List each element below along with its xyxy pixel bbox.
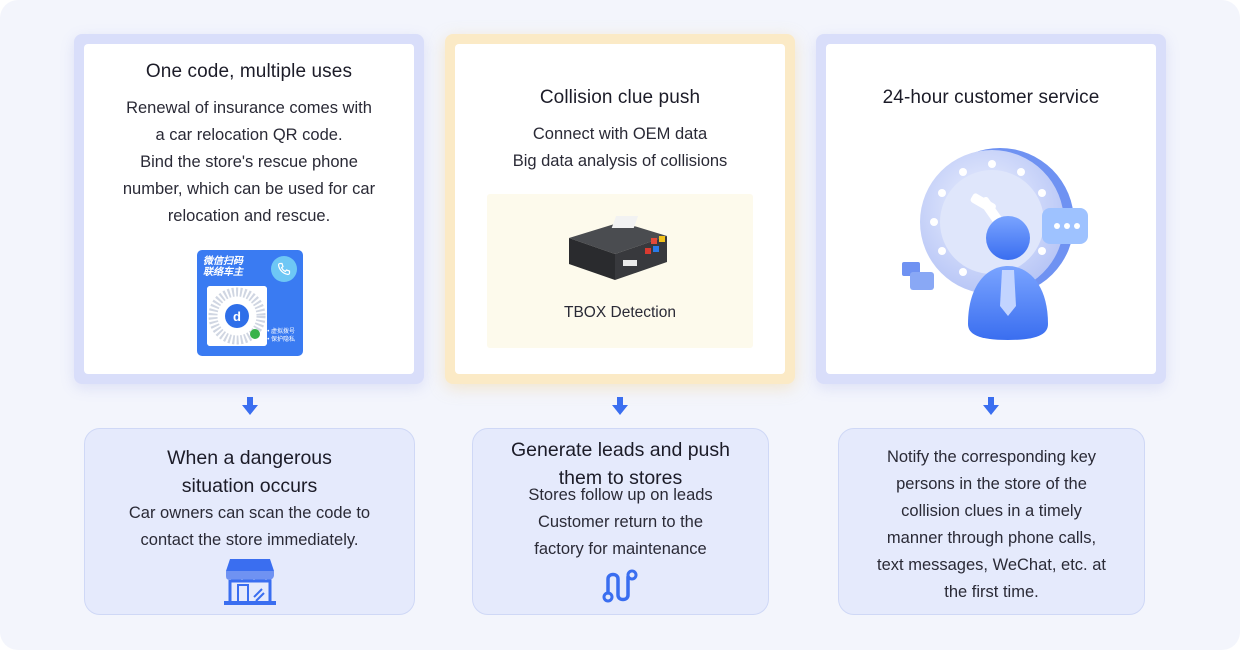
card-customer-service-body: 24-hour customer service [826, 44, 1156, 374]
bottom-line: contact the store immediately. [140, 531, 359, 549]
card-title: Collision clue push [539, 87, 701, 108]
card-title: One code, multiple uses [145, 61, 353, 82]
bottom-box-leads: Generate leads and push them to stores S… [472, 428, 769, 615]
bottom-box-notify: Notify the corresponding key persons in … [838, 428, 1145, 615]
card-line: a car relocation QR code. [155, 126, 343, 144]
card-one-code: One code, multiple uses Renewal of insur… [74, 34, 424, 384]
bottom-title-line: Generate leads and push [511, 439, 730, 461]
bottom-line: Notify the corresponding key [886, 448, 1097, 466]
tbox-device-icon [569, 216, 667, 280]
bottom-title-line: situation occurs [181, 475, 318, 497]
bottom-title-line: When a dangerous [167, 447, 332, 469]
bottom-line: Customer return to the [537, 513, 704, 531]
bottom-line: Stores follow up on leads [528, 486, 713, 504]
svg-text:d: d [233, 309, 241, 324]
bottom-line: collision clues in a timely [901, 502, 1082, 520]
card-line: Renewal of insurance comes with [126, 99, 372, 117]
qr-slogan-line: 联络车主 [203, 267, 243, 278]
tbox-label: TBOX Detection [564, 304, 676, 321]
qr-slogan-line: 微信扫码 [203, 256, 243, 267]
card-one-code-body: One code, multiple uses Renewal of insur… [84, 44, 414, 374]
arrow-down-icon [612, 397, 628, 415]
phone-icon [271, 256, 297, 282]
route-icon [602, 569, 638, 603]
card-collision-body: Collision clue push Connect with OEM dat… [455, 44, 785, 374]
tbox-image-panel: TBOX Detection [487, 194, 753, 348]
bottom-title-line: them to stores [558, 467, 683, 489]
customer-service-clock-icon [902, 148, 1088, 340]
card-line: number, which can be used for car [122, 180, 376, 198]
card-title: 24-hour customer service [882, 87, 1100, 108]
bottom-line: factory for maintenance [534, 540, 707, 558]
qr-code-icon: d [207, 286, 267, 346]
qr-code-card: 微信扫码 联络车主 d • 虚拟拨号 • 保护隐私 [197, 250, 303, 356]
qr-note: • 虚拟拨号 • 保护隐私 [267, 328, 295, 344]
card-customer-service: 24-hour customer service [816, 34, 1166, 384]
card-line: Connect with OEM data [532, 125, 708, 143]
qr-note-line: • 保护隐私 [267, 337, 295, 343]
card-collision: Collision clue push Connect with OEM dat… [445, 34, 795, 384]
bottom-box-danger: When a dangerous situation occurs Car ow… [84, 428, 415, 615]
card-line: Big data analysis of collisions [512, 152, 728, 170]
card-line: Bind the store's rescue phone [140, 153, 358, 171]
bottom-line: persons in the store of the [896, 475, 1087, 493]
arrow-down-icon [242, 397, 258, 415]
qr-note-line: • 虚拟拨号 [267, 329, 295, 335]
arrow-down-icon [983, 397, 999, 415]
bottom-line: manner through phone calls, [886, 529, 1097, 547]
bottom-line: the first time. [944, 583, 1039, 601]
card-line: relocation and rescue. [167, 207, 331, 225]
qr-slogan: 微信扫码 联络车主 [203, 256, 253, 278]
store-icon [224, 559, 276, 605]
bottom-line: Car owners can scan the code to [128, 504, 371, 522]
bottom-line: text messages, WeChat, etc. at [877, 556, 1106, 574]
